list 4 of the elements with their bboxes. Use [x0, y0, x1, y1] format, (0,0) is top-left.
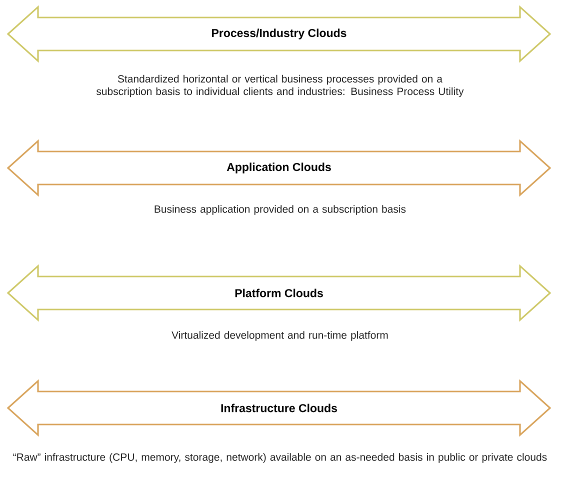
description-text: “Raw” infrastructure (CPU, memory, storage, network) available on an as-needed basis in public or private clouds: [13, 453, 547, 463]
description-text: Business application provided on a subscription basis: [154, 205, 406, 215]
description-text: Virtualized development and run-time platform: [172, 331, 388, 341]
description-text: Standardized horizontal or vertical business processes provided on a subscription basis to individual clients and industries: Business Process Utility: [96, 74, 464, 98]
